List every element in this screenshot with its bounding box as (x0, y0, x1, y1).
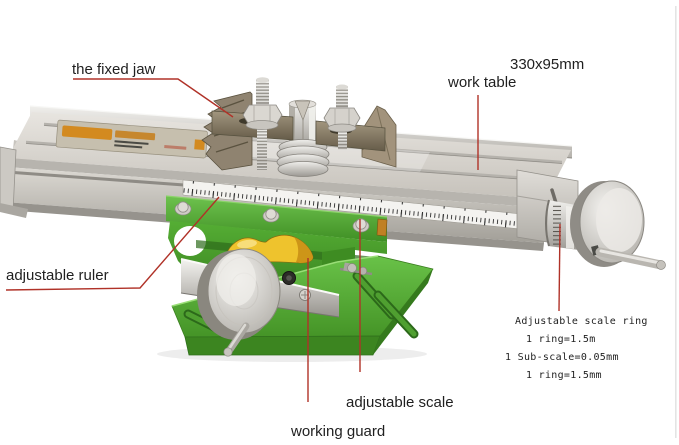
slide-front-face (5, 167, 545, 243)
spindle-clamp-column (276, 99, 330, 177)
label-fixed-jaw: the fixed jaw (72, 61, 156, 78)
label-work-table-size: 330x95mm (510, 56, 585, 73)
adjustable-ruler-strip (182, 179, 522, 230)
leadscrew-linkage (339, 262, 373, 276)
annotation-line-scale-ring (558, 223, 561, 312)
table-front-edge (7, 158, 546, 208)
brand-label (55, 119, 208, 159)
base-right-face (373, 269, 433, 355)
label-work-table: work table (448, 74, 517, 91)
label-adjustable-ruler: adjustable ruler (6, 267, 109, 284)
x-axis-drive (516, 169, 666, 270)
clamp-assembly (201, 77, 397, 177)
label-scale-ring-line3: 1 ring=1.5mm (526, 370, 602, 381)
label-scale-ring-title: Adjustable scale ring (515, 316, 648, 327)
label-adjustable-scale: adjustable scale (346, 394, 454, 411)
label-scale-ring-line1: 1 ring=1.5m (526, 334, 596, 345)
plate-bolts (174, 201, 370, 233)
label-scale-ring-line2: 1 Sub-scale=0.05mm (505, 352, 619, 363)
gib-strip (376, 218, 388, 237)
crank-handle-left (223, 322, 250, 357)
annotation-lines (5, 78, 561, 402)
annotation-line-fixed-jaw (73, 78, 234, 118)
base-front (184, 335, 381, 356)
annotation-line-adjustable-ruler (5, 196, 220, 291)
image-edge-line (675, 6, 677, 438)
table-left-end-cap (0, 146, 17, 213)
crank-handle-right (595, 247, 666, 270)
handwheel-left (197, 248, 281, 357)
label-working-guard: working guard (291, 423, 386, 440)
